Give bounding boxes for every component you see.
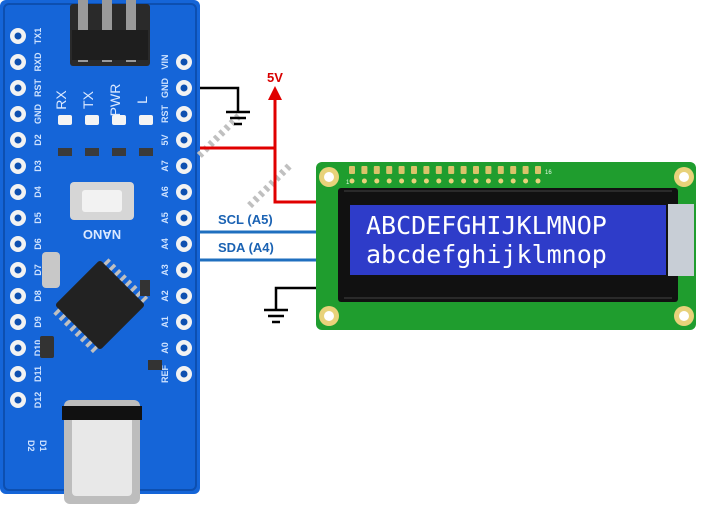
right-pin-label: A5: [160, 212, 170, 224]
lcd-line-1: ABCDEFGHIJKLMNOP: [366, 211, 607, 240]
left-pin-label: D4: [33, 186, 43, 198]
5v-label: 5V: [267, 70, 283, 85]
gnd-wire-board: [200, 86, 240, 112]
right-pin-label: VIN: [160, 54, 170, 69]
right-pin-label: A3: [160, 264, 170, 276]
led-labels: RX TX PWR L: [53, 84, 150, 117]
lcd-pin-1-label: 1: [346, 180, 350, 186]
lcd-pin-header: [349, 166, 541, 184]
right-pin-label: A0: [160, 342, 170, 354]
left-pin-label: D11: [33, 366, 43, 382]
left-pin-label: D12: [33, 392, 43, 409]
left-pin-label: RXD: [33, 52, 43, 72]
lcd-screen: [350, 205, 666, 275]
left-pin-label: GND: [33, 104, 43, 125]
left-pin-label: D8: [33, 290, 43, 302]
microcontroller-chip: [53, 113, 292, 354]
left-pin-label: D7: [33, 264, 43, 276]
crystal: [42, 252, 60, 288]
left-pin-label: D5: [33, 212, 43, 224]
usb-c-connector: [62, 400, 142, 504]
status-leds: [58, 115, 153, 156]
left-pin-label: D9: [33, 316, 43, 328]
right-pin-label: REF: [160, 364, 170, 383]
left-pin-label: RST: [33, 78, 43, 97]
left-pin-label: D2: [33, 134, 43, 146]
sda-label: SDA (A4): [218, 240, 274, 255]
left-pin-label: D3: [33, 160, 43, 172]
wires: 5V SCL (A5) SDA (A4): [200, 70, 322, 324]
left-pin-label: D10: [33, 340, 43, 357]
ground-symbol-board: [226, 110, 250, 126]
right-pin-label: GND: [160, 78, 170, 99]
scl-label: SCL (A5): [218, 212, 273, 227]
gnd-wire-lcd: [274, 286, 322, 310]
5v-wire-lcd: [273, 148, 322, 204]
led-label: RX: [53, 90, 69, 110]
board-name: NANO: [83, 227, 121, 242]
chip-mark-d2: D2: [26, 440, 36, 452]
led-label: TX: [80, 90, 96, 109]
reset-button: [70, 182, 134, 220]
right-pin-label: 5V: [160, 134, 170, 145]
led-label: PWR: [107, 84, 123, 117]
right-pin-label: A1: [160, 316, 170, 328]
lcd-1602-module: 1 16 ABCDEFGHIJKLMNOP abcdefghijklmnop: [316, 162, 696, 330]
right-pin-label: A2: [160, 290, 170, 302]
left-pin-label: D6: [33, 238, 43, 250]
right-pin-label: A7: [160, 160, 170, 172]
right-pin-label: A6: [160, 186, 170, 198]
icsp-header: [70, 0, 150, 66]
5v-arrow-icon: [268, 86, 282, 100]
right-pin-label: RST: [160, 104, 170, 123]
led-label: L: [134, 96, 150, 104]
left-pin-label: TX1: [33, 28, 43, 45]
ground-symbol-lcd: [264, 308, 288, 324]
chip-mark-d1: D1: [38, 440, 48, 452]
right-pin-label: A4: [160, 238, 170, 250]
lcd-line-2: abcdefghijklmnop: [366, 240, 607, 269]
lcd-pin-16-label: 16: [545, 170, 552, 176]
